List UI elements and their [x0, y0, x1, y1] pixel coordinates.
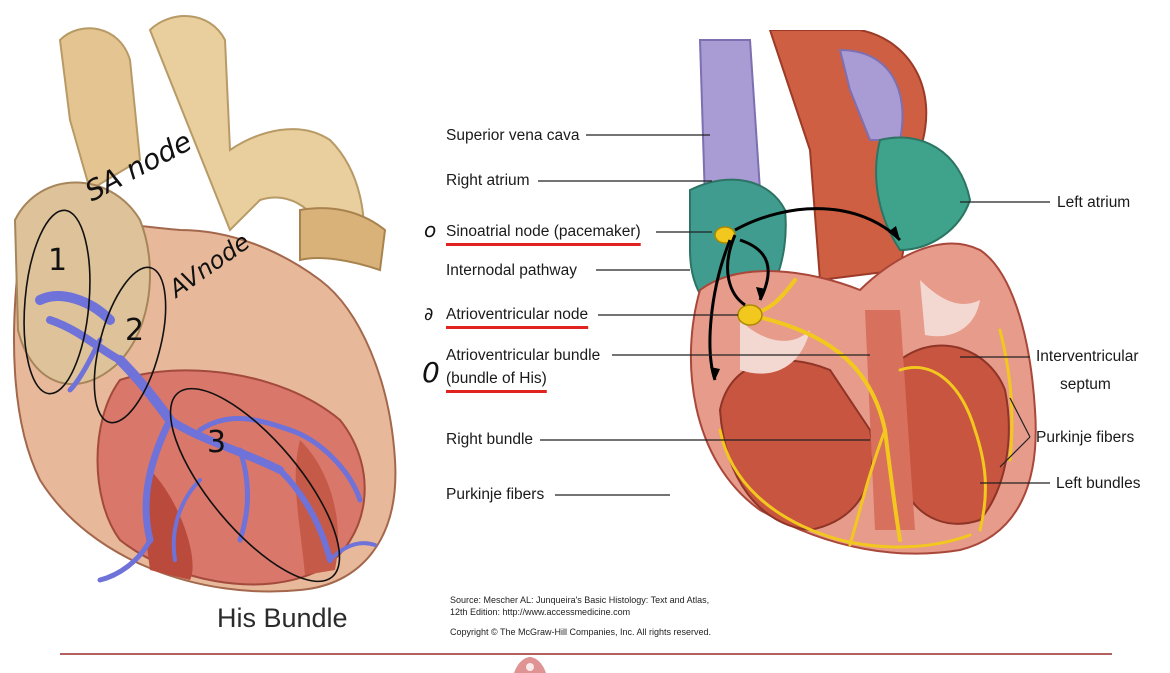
pulmonary-artery-shape	[299, 207, 387, 272]
annotation-number-3: 3	[207, 425, 227, 460]
label-right-bundle: Right bundle	[446, 431, 534, 448]
label-atrioventricular-bundle: Atrioventricular bundle	[446, 347, 601, 364]
label-interventricular: Interventricular	[1036, 348, 1139, 365]
label-atrioventricular-node: Atrioventricular node	[446, 306, 589, 323]
left-heart-illustration	[13, 15, 397, 593]
side-mark-sa: o	[424, 218, 437, 242]
label-septum: septum	[1060, 376, 1111, 393]
loop-2	[93, 266, 167, 424]
label-purkinje-fibers-right: Purkinje fibers	[1036, 429, 1135, 446]
label-left-atrium: Left atrium	[1057, 194, 1131, 211]
source-line-2: 12th Edition: http://www.accessmedicine.…	[450, 607, 631, 617]
annotation-number-1: 1	[48, 243, 68, 278]
label-sinoatrial-node: Sinoatrial node (pacemaker)	[446, 223, 641, 240]
loop-3	[169, 387, 341, 583]
valve-shape-2	[920, 280, 980, 337]
emblem-icon	[514, 657, 546, 673]
right-heart-diagram	[689, 30, 1037, 555]
source-line-3: Copyright © The McGraw-Hill Companies, I…	[450, 627, 712, 637]
label-bundle-of-his: (bundle of His)	[446, 370, 547, 387]
label-left-bundles: Left bundles	[1056, 475, 1141, 492]
loop-1	[23, 209, 91, 395]
left-atrium-shape	[875, 136, 972, 252]
label-superior-vena-cava: Superior vena cava	[446, 127, 580, 144]
source-line-1: Source: Mescher AL: Junqueira's Basic Hi…	[450, 595, 710, 605]
pulmonary-trunk-shape	[58, 27, 142, 192]
septum-shape	[865, 310, 915, 530]
annotation-number-2: 2	[125, 313, 145, 348]
conduction-system	[35, 291, 377, 583]
right-atrium-shape	[13, 181, 151, 386]
valve-shape	[740, 320, 810, 374]
side-mark-av: ∂	[424, 304, 434, 325]
label-purkinje-fibers-left: Purkinje fibers	[446, 486, 545, 503]
label-right-atrium: Right atrium	[446, 172, 530, 189]
label-internodal-pathway: Internodal pathway	[446, 262, 577, 279]
left-figure-title: His Bundle	[217, 603, 348, 633]
side-mark-bundle: 0	[422, 356, 440, 389]
papillary-muscle-shape	[144, 470, 193, 580]
